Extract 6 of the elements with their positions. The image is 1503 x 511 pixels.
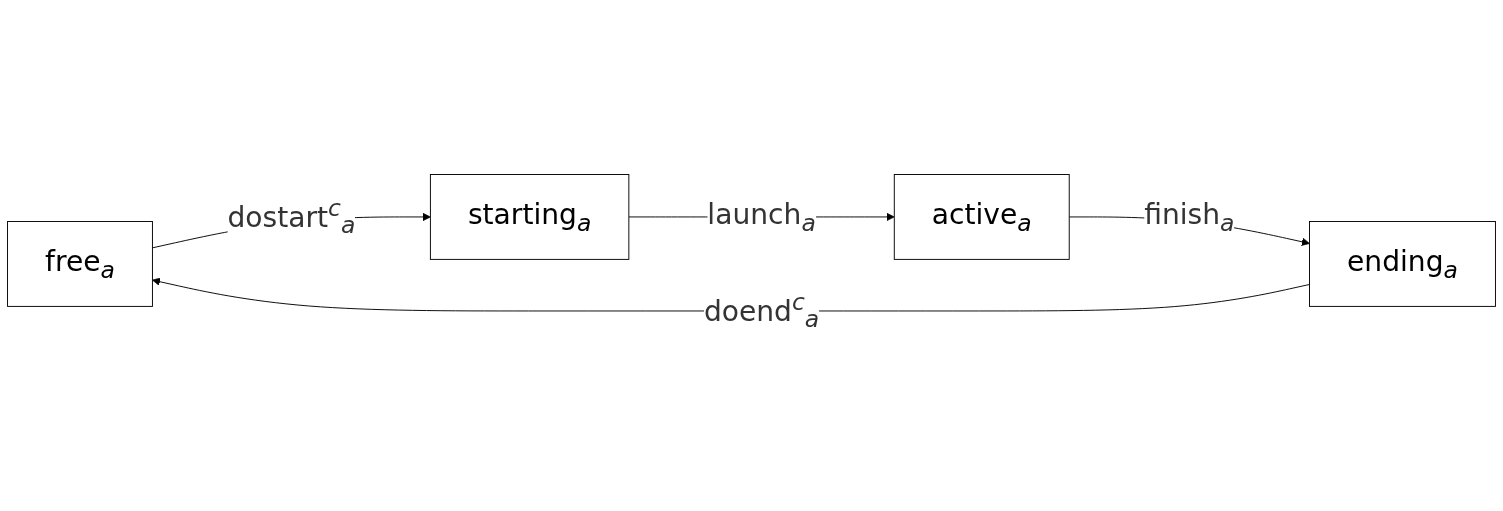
edge-label: launch$_{a}$ xyxy=(707,197,816,237)
node-box: active$_{a}$ xyxy=(893,173,1070,260)
node-box: starting$_{a}$ xyxy=(429,173,630,260)
node-box: free$_{a}$ xyxy=(7,220,153,307)
edge-label: finish$_{a}$ xyxy=(1144,197,1235,237)
node-box: ending$_{a}$ xyxy=(1309,220,1496,307)
